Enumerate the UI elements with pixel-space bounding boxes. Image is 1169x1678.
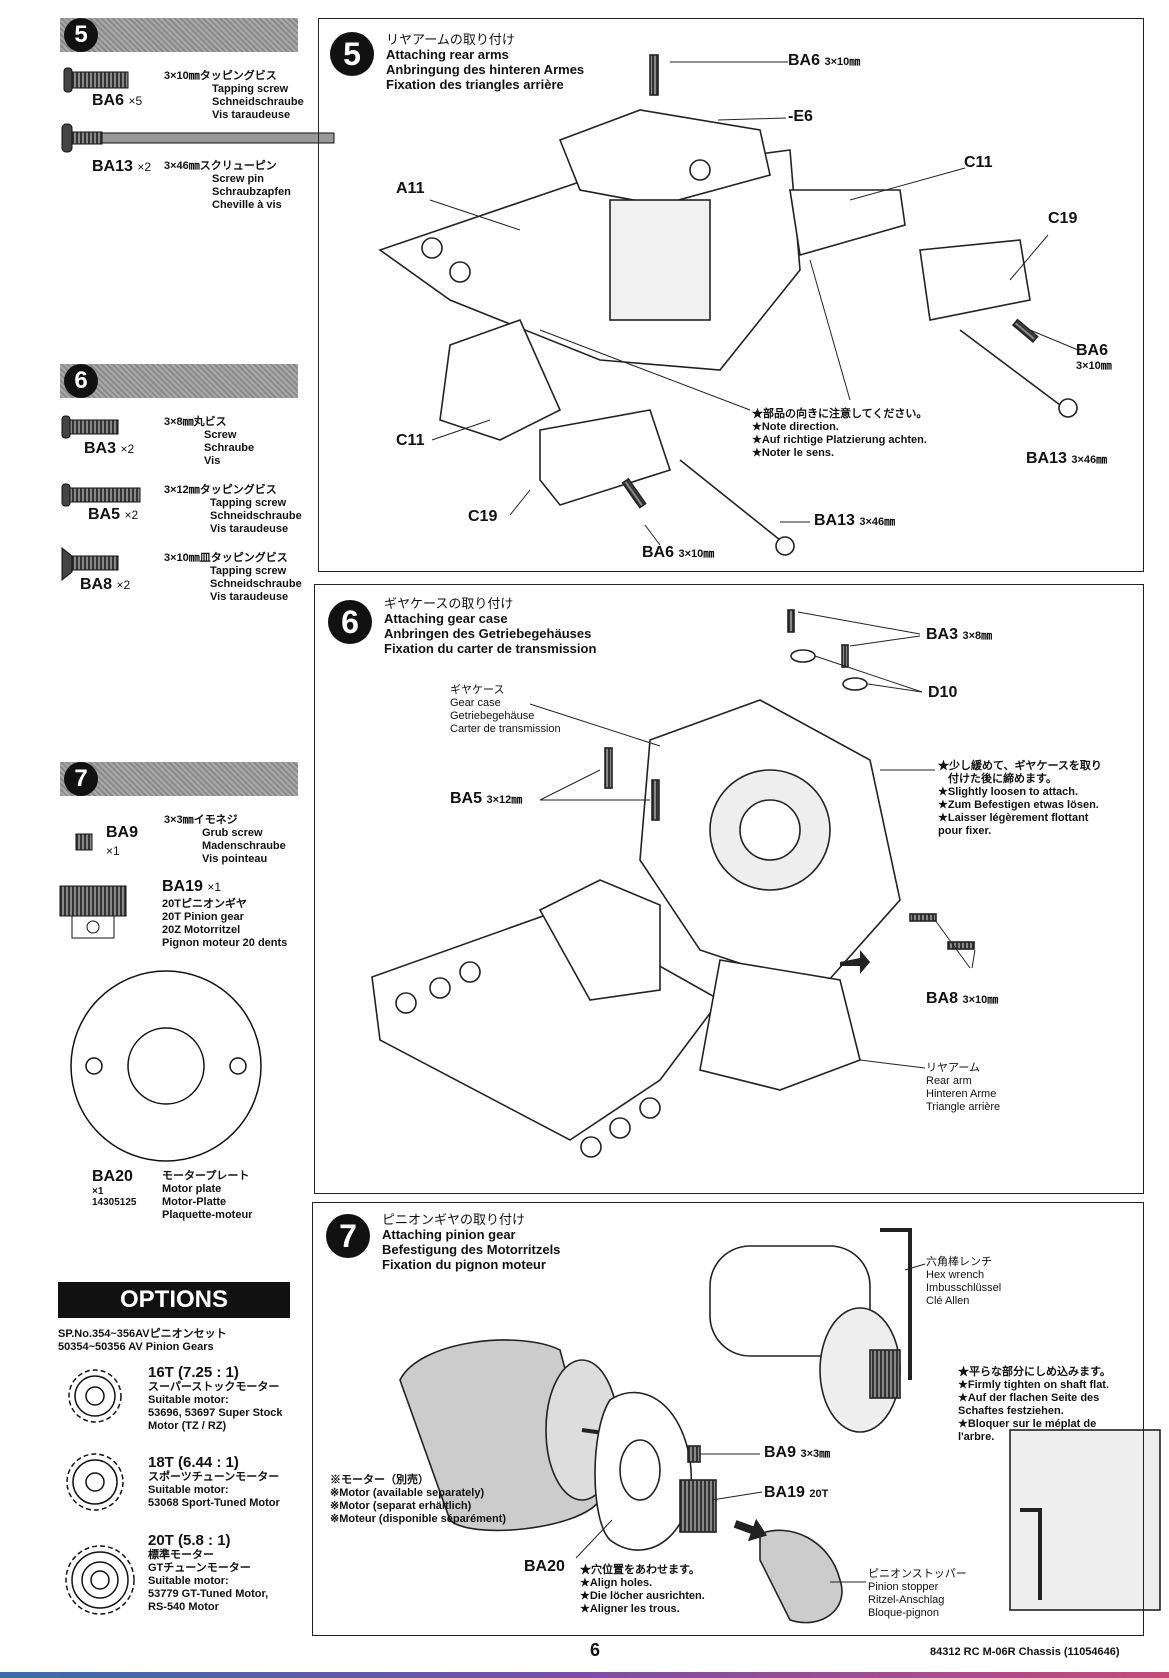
section6-header-band bbox=[60, 364, 298, 398]
step5-direction-note: ★部品の向きに注意してください。★Note direction.★Auf ric… bbox=[752, 408, 928, 459]
step7-align-note: ★穴位置をあわせます。★Align holes.★Die löcher ausr… bbox=[580, 1564, 705, 1615]
ba19-pinion-icon bbox=[59, 885, 127, 939]
step7-pinion-diagram bbox=[399, 1228, 1161, 1624]
ba3-name: BA3 ×2 bbox=[84, 440, 135, 457]
ba13-screwpin-icon bbox=[61, 123, 335, 153]
step6-gear-case-diagram bbox=[371, 609, 975, 1158]
section7-number: 7 bbox=[64, 762, 98, 796]
step7-motor-note: ※モーター（別売）※Motor (available separately)※M… bbox=[330, 1474, 507, 1525]
scan-edge-strip bbox=[0, 1672, 1169, 1678]
option-gear-16t-icon bbox=[68, 1369, 122, 1423]
step6-leader-lines bbox=[529, 611, 976, 1069]
step5-rear-arms-diagram bbox=[378, 54, 1078, 556]
step7-shaft-note: ★平らな部分にしめ込みます。★Firmly tighten on shaft f… bbox=[958, 1366, 1111, 1443]
step7-label-ba19: BA19 20T bbox=[764, 1484, 829, 1501]
option-gear-18t-icon bbox=[66, 1453, 124, 1511]
step5-label-ba13-bottom: BA13 3×46㎜ bbox=[814, 512, 896, 529]
ba20-motorplate-icon bbox=[70, 970, 262, 1162]
step7-leader-lines bbox=[575, 1263, 926, 1583]
ba8-name: BA8 ×2 bbox=[80, 576, 131, 593]
options-header: OPTIONS bbox=[58, 1282, 290, 1318]
step5-number: 5 bbox=[330, 32, 374, 76]
step5-leader-lines bbox=[429, 61, 1079, 546]
step6-number: 6 bbox=[328, 600, 372, 644]
page-number: 6 bbox=[590, 1640, 601, 1660]
model-code: 84312 RC M-06R Chassis (11054646) bbox=[930, 1646, 1120, 1658]
step6-label-d10: D10 bbox=[928, 684, 958, 701]
section6-number: 6 bbox=[64, 364, 98, 398]
step7-label-ba9: BA9 3×3㎜ bbox=[764, 1444, 831, 1461]
step7-number: 7 bbox=[326, 1214, 370, 1258]
step5-label-a11: A11 bbox=[396, 180, 425, 197]
ba9-name: BA9×1 bbox=[106, 824, 139, 858]
step5-label-ba6-bottom: BA6 3×10㎜ bbox=[642, 544, 715, 561]
step7-label-ba20: BA20 bbox=[524, 1558, 565, 1575]
option-gear-20t-icon bbox=[65, 1545, 135, 1615]
step6-label-ba8: BA8 3×10㎜ bbox=[926, 990, 999, 1007]
ba6-screw-icon bbox=[63, 67, 129, 93]
step6-label-ba3: BA3 3×8㎜ bbox=[926, 626, 993, 643]
section7-header-band bbox=[60, 762, 298, 796]
ba3-screw-icon bbox=[61, 415, 119, 439]
ba19-name: BA19 ×1 bbox=[162, 878, 222, 895]
section5-number: 5 bbox=[64, 18, 98, 52]
ba13-name: BA13 ×2 bbox=[92, 158, 152, 175]
ba5-screw-icon bbox=[61, 483, 141, 507]
step5-label-ba6-top: BA6 3×10㎜ bbox=[788, 52, 861, 69]
ba9-grubscrew-icon bbox=[75, 833, 93, 851]
step5-label-c11-right: C11 bbox=[964, 154, 993, 171]
ba20-name: BA20 bbox=[92, 1168, 133, 1185]
ba6-name: BA6 ×5 bbox=[92, 92, 143, 109]
step5-label-c11-left: C11 bbox=[396, 432, 425, 449]
step5-label-c19-left: C19 bbox=[468, 508, 498, 525]
step5-panel bbox=[318, 18, 1144, 572]
step5-label-ba13-right: BA13 3×46㎜ bbox=[1026, 450, 1108, 467]
ba5-name: BA5 ×2 bbox=[88, 506, 139, 523]
step5-label-c19-right: C19 bbox=[1048, 210, 1078, 227]
step6-loosen-note: ★少し緩めて、ギヤケースを取り付けた後に締めます。★Slightly loose… bbox=[938, 760, 1102, 837]
step7-panel bbox=[312, 1202, 1144, 1636]
ba8-screw-icon bbox=[61, 546, 119, 582]
step5-label-e6: -E6 bbox=[788, 108, 813, 125]
step7-push-arrow bbox=[733, 1518, 768, 1542]
section5-header-band bbox=[60, 18, 298, 52]
step6-label-ba5: BA5 3×12㎜ bbox=[450, 790, 523, 807]
step6-panel bbox=[314, 584, 1144, 1194]
step6-direction-arrow bbox=[840, 950, 870, 974]
